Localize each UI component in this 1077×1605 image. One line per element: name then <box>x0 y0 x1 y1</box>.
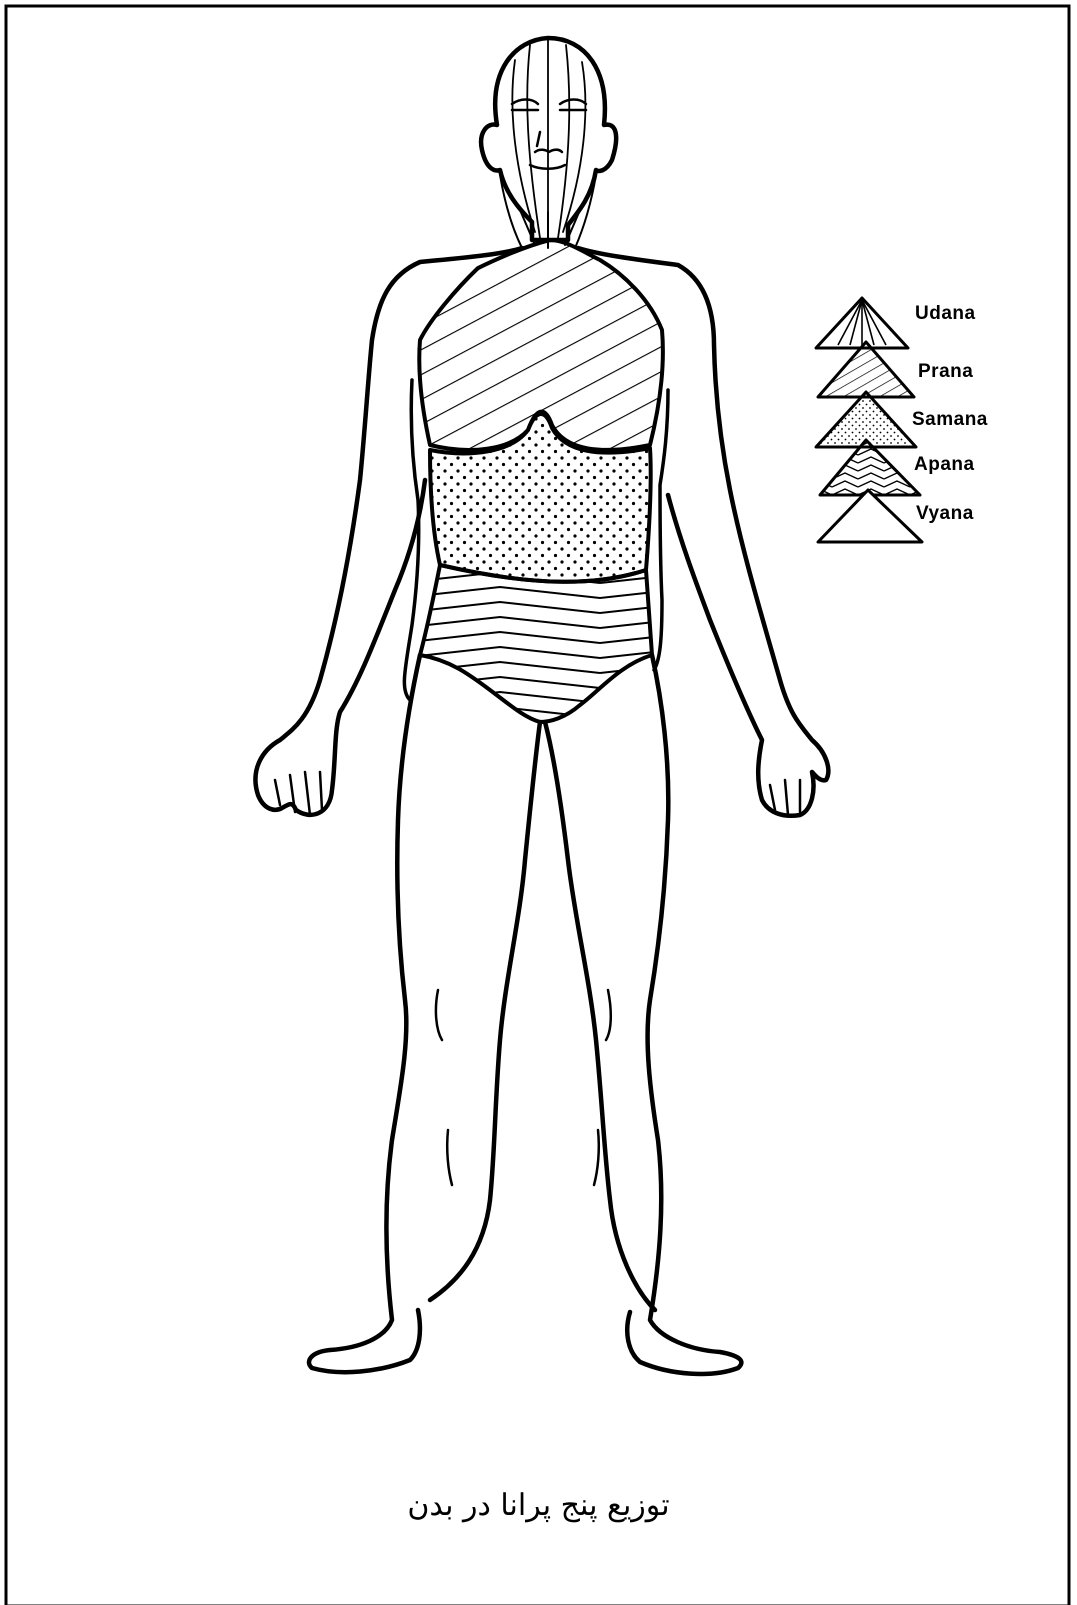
legend-vyana-swatch <box>818 490 922 542</box>
hand-lines <box>275 772 800 815</box>
legend-label-prana: Prana <box>918 361 973 383</box>
right-leg-outline <box>627 655 741 1374</box>
legend <box>816 298 922 542</box>
human-body-figure <box>255 38 828 1374</box>
legend-label-vyana: Vyana <box>916 503 974 525</box>
legend-label-udana: Udana <box>915 303 976 325</box>
legend-label-samana: Samana <box>912 409 988 431</box>
left-leg-inner <box>430 722 540 1300</box>
left-leg-outline <box>309 655 420 1372</box>
face-features <box>512 100 586 169</box>
right-inner-arm <box>654 390 668 670</box>
figure-caption: توزیع پنج پرانا در بدن <box>0 1488 1077 1523</box>
legend-label-apana: Apana <box>914 454 975 476</box>
right-leg-inner <box>545 722 655 1310</box>
knee-marks <box>436 990 611 1185</box>
legend-prana-swatch <box>818 342 914 397</box>
apana-pelvis-region <box>420 565 652 722</box>
